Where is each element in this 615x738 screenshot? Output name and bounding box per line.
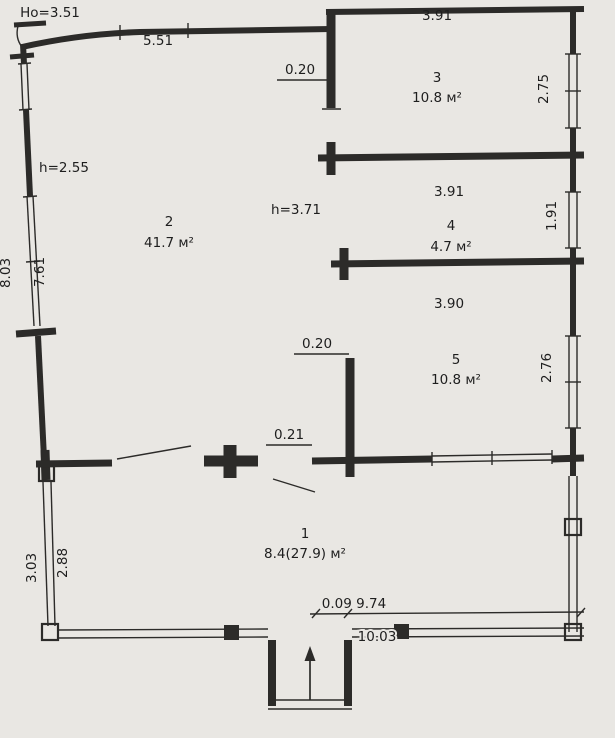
- label-dim-551: 5.51: [143, 33, 173, 49]
- window-tick: [22, 195, 38, 198]
- window-tick: [18, 108, 33, 111]
- wall-top-right: [325, 6, 585, 15]
- room2-area: 41.7 м²: [144, 235, 194, 251]
- room1-number: 1: [301, 526, 310, 542]
- room4-area: 4.7 м²: [430, 239, 471, 255]
- wall-main-veranda: [551, 454, 585, 463]
- label-dim-391-top: 3.91: [422, 8, 452, 24]
- label-dim-1003: 10.03: [358, 629, 397, 645]
- wall-left: [20, 43, 27, 65]
- dimension-lines: [266, 79, 586, 619]
- wall-room4-room5: [330, 257, 585, 268]
- label-dim-020-top: 0.20: [285, 62, 315, 78]
- dimension-tick: [343, 608, 353, 619]
- label-dim-009-974: 0.09 9.74: [322, 596, 386, 612]
- entrance-porch: [268, 640, 352, 710]
- window-tick: [25, 260, 41, 263]
- post-square: [563, 517, 583, 537]
- wall-edge-curve: [16, 25, 23, 48]
- wall-main-veranda: [35, 459, 113, 468]
- interior-walls: [35, 10, 585, 493]
- wall-room3-room4: [317, 151, 585, 162]
- window-tick: [17, 62, 32, 65]
- dimension-tick: [311, 608, 321, 619]
- wall-left: [23, 109, 33, 197]
- wall-main-veranda: [311, 455, 433, 465]
- wall-left: [35, 335, 47, 459]
- wall-cross-mark: [15, 327, 57, 338]
- veranda-wall-bottom: [351, 627, 585, 630]
- room3-number: 3: [433, 70, 442, 86]
- veranda-wall-left: [50, 481, 56, 627]
- label-h-255: h=2.55: [39, 160, 89, 176]
- label-dim-191: 1.91: [544, 201, 560, 231]
- label-dim-803: 8.03: [0, 258, 14, 288]
- door-swing: [272, 478, 316, 493]
- exterior-walls: [9, 6, 585, 642]
- room4-number: 4: [447, 218, 456, 234]
- label-dim-276: 2.76: [539, 353, 555, 383]
- post-square: [40, 622, 60, 642]
- entrance-arrow-head: [304, 646, 316, 661]
- label-dim-390: 3.90: [434, 296, 464, 312]
- label-dim-288: 2.88: [55, 548, 71, 578]
- label-height-ho: Но=3.51: [20, 5, 80, 21]
- label-dim-761: 7.61: [32, 257, 48, 287]
- room5-number: 5: [452, 352, 461, 368]
- label-dim-303: 3.03: [24, 553, 40, 583]
- door-swing: [116, 445, 192, 460]
- label-dim-020-mid: 0.20: [302, 336, 332, 352]
- label-dim-391-mid: 3.91: [434, 184, 464, 200]
- label-dim-021: 0.21: [274, 427, 304, 443]
- window-left-small: [20, 63, 24, 111]
- label-h-371: h=3.71: [271, 202, 321, 218]
- room1-area: 8.4(27.9) м²: [264, 546, 346, 562]
- veranda-wall-bottom: [351, 635, 585, 638]
- window-left-small: [26, 63, 30, 111]
- dimension-tick: [576, 607, 586, 618]
- dimension-line-bottom: [309, 611, 585, 615]
- wall-top-left: [21, 26, 332, 50]
- room5-area: 10.8 м²: [431, 372, 481, 388]
- wall-mark: [13, 20, 47, 28]
- plan-labels: Но=3.51 5.51 3.91 0.20 3 10.8 м² 2.75 h=…: [0, 5, 560, 647]
- room3-area: 10.8 м²: [412, 90, 462, 106]
- post-square-filled: [394, 624, 409, 639]
- room2-number: 2: [165, 214, 174, 230]
- post-square-filled: [224, 625, 239, 640]
- veranda-wall-left: [42, 481, 49, 627]
- label-dim-275: 2.75: [536, 74, 552, 104]
- post-square: [563, 622, 583, 642]
